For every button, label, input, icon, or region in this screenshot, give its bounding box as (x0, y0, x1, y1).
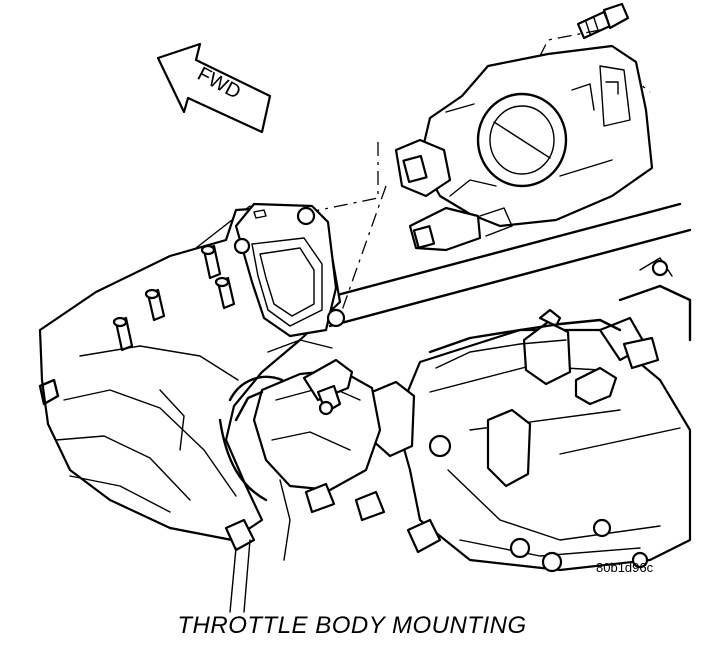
figure-caption: THROTTLE BODY MOUNTING (177, 612, 527, 639)
cylinder-head (370, 257, 692, 573)
throttle-body (394, 44, 654, 252)
intake-manifold (38, 202, 346, 613)
mounting-bolt (576, 2, 630, 40)
vacuum-hose (218, 375, 291, 561)
figure-code: 80b1d96c (596, 560, 654, 575)
coolant-outlet-area (234, 339, 386, 522)
forward-arrow-icon: FWD (156, 42, 272, 134)
